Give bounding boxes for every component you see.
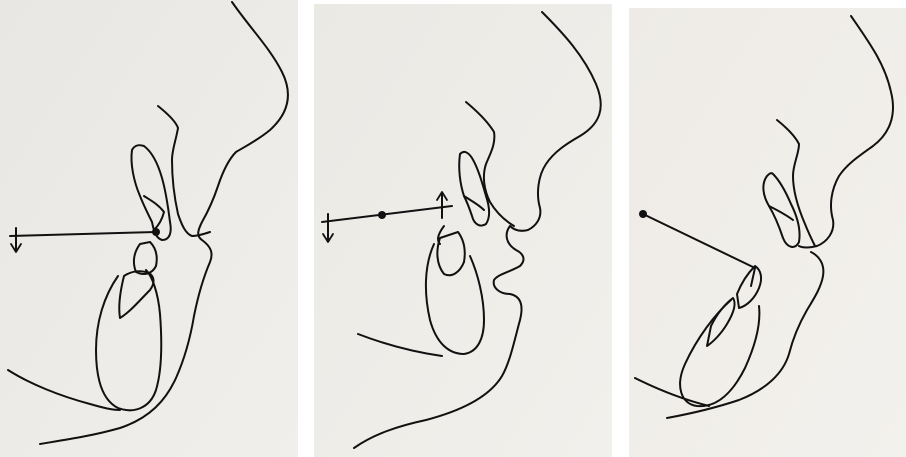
paper-background (629, 8, 906, 457)
tracing-svg-2 (314, 4, 612, 457)
tracing-svg-1 (0, 0, 298, 457)
tracing-svg-3 (629, 8, 906, 457)
paper-background (314, 4, 612, 457)
reference-point (639, 210, 647, 218)
reference-point (152, 228, 160, 236)
cephalometric-tracing-panel-1 (0, 0, 298, 457)
reference-point (378, 211, 386, 219)
cephalometric-tracing-panel-3 (629, 8, 906, 457)
cephalometric-tracing-panel-2 (314, 4, 612, 457)
